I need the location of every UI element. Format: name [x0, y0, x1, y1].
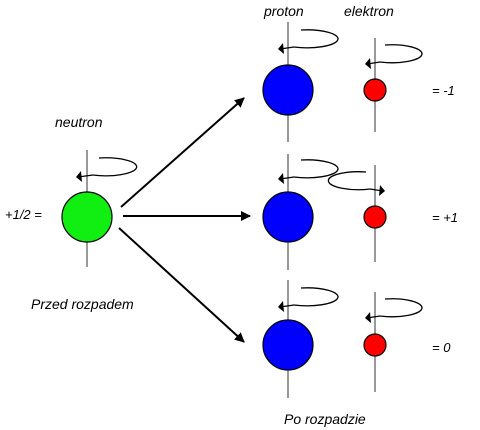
rotation-arrow-icon	[278, 159, 339, 184]
outcome-row-3	[262, 280, 423, 398]
after-decay-label: Po rozpadzie	[284, 411, 366, 427]
neutron-sphere	[61, 191, 113, 243]
electron-particle	[363, 292, 423, 392]
rotation-arrow-icon	[76, 157, 138, 182]
outcome-row-2	[262, 154, 387, 270]
neutron-particle	[61, 150, 138, 267]
outcome-value-3: = 0	[432, 340, 451, 355]
proton-label: proton	[264, 3, 304, 19]
proton-sphere	[262, 64, 314, 116]
electron-sphere	[363, 333, 387, 357]
outcome-value-1: = -1	[432, 83, 455, 98]
electron-sphere	[363, 205, 387, 229]
proton-sphere	[262, 191, 314, 243]
outcome-row-1	[262, 22, 423, 142]
proton-particle	[262, 280, 339, 398]
outcome-value-2: = +1	[432, 210, 459, 225]
proton-particle	[262, 22, 339, 142]
decay-arrow-icon-bottom	[118, 227, 245, 343]
neutron-label: neutron	[55, 114, 103, 130]
rotation-arrow-icon	[278, 287, 339, 312]
rotation-arrow-icon	[365, 44, 423, 69]
decay-arrow-icon-top	[120, 97, 245, 208]
electron-particle	[327, 165, 387, 262]
decay-arrows	[118, 97, 251, 343]
neutron-spin-value: +1/2 =	[5, 207, 42, 222]
electron-sphere	[363, 78, 387, 102]
proton-sphere	[262, 319, 314, 371]
rotation-arrow-icon	[278, 29, 339, 54]
rotation-arrow-icon	[327, 171, 385, 196]
rotation-arrow-icon	[365, 298, 423, 323]
proton-particle	[262, 154, 339, 270]
before-decay-label: Przed rozpadem	[31, 296, 134, 312]
electron-label: elektron	[344, 3, 394, 19]
electron-particle	[363, 38, 423, 132]
